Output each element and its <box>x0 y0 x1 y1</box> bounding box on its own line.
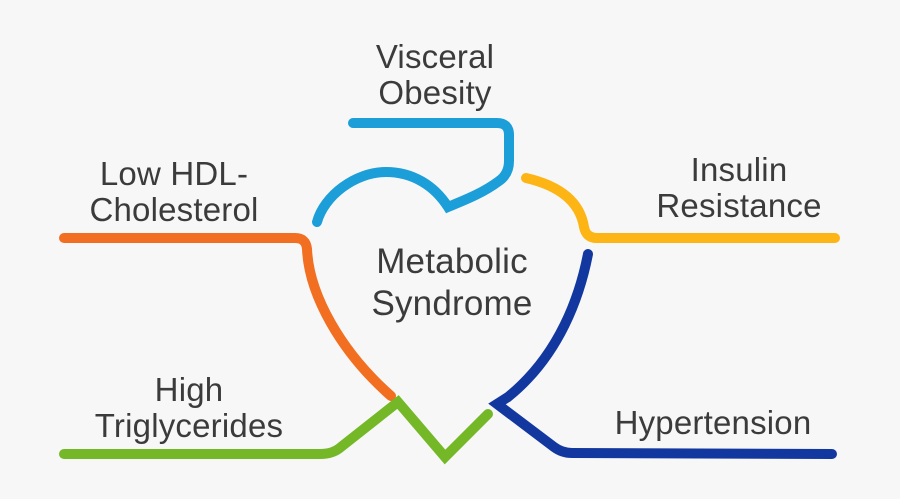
label-insulin-resistance-line2: Resistance <box>656 187 822 224</box>
label-hypertension: Hypertension <box>615 405 812 441</box>
label-insulin-resistance-line1: Insulin <box>690 151 788 188</box>
low-hdl-cholesterol-line <box>59 233 396 401</box>
label-high-triglycerides: High Triglycerides <box>95 372 283 444</box>
label-high-triglycerides-line2: Triglycerides <box>94 407 284 444</box>
diagram-center-title-line2: Syndrome <box>371 284 533 323</box>
label-low-hdl-cholesterol: Low HDL- Cholesterol <box>89 156 258 228</box>
insulin-resistance-line <box>521 173 840 243</box>
label-visceral-obesity-line1: Visceral <box>375 38 495 75</box>
label-high-triglycerides-line1: High <box>154 371 224 408</box>
label-visceral-obesity-line2: Obesity <box>378 74 492 111</box>
high-triglycerides-line <box>59 395 493 465</box>
diagram-center-title: Metabolic Syndrome <box>371 241 532 325</box>
label-low-hdl-cholesterol-line1: Low HDL- <box>99 155 249 192</box>
diagram-center-title-line1: Metabolic <box>376 242 528 281</box>
hypertension-line <box>488 249 837 459</box>
label-low-hdl-cholesterol-line2: Cholesterol <box>89 191 259 228</box>
visceral-obesity-line <box>312 118 514 227</box>
label-hypertension-line1: Hypertension <box>614 404 812 441</box>
label-insulin-resistance: Insulin Resistance <box>656 152 821 224</box>
label-visceral-obesity: Visceral Obesity <box>376 39 494 111</box>
